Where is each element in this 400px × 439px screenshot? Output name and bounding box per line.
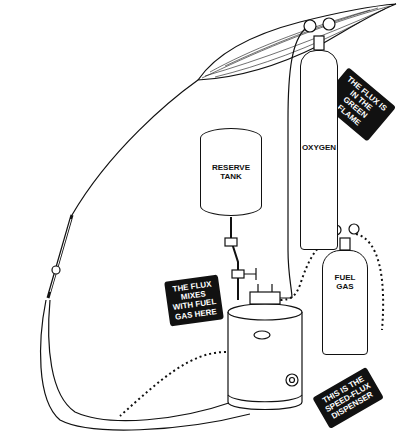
dispenser-lid bbox=[228, 304, 302, 320]
callout-text: THIS IS THE SPEED-FLUX DISPENSER bbox=[319, 373, 378, 423]
tank-label: RESERVE TANK bbox=[204, 163, 258, 181]
fuel-valve bbox=[340, 238, 350, 250]
torch-handle-edge bbox=[50, 219, 71, 292]
tank-label: OXYGEN bbox=[302, 143, 336, 152]
dispenser-badge bbox=[254, 331, 270, 339]
oxygen-valve bbox=[314, 36, 324, 50]
callout-tag: THE FLUX MIXES WITH FUEL GAS HERE bbox=[164, 274, 224, 326]
fuel-gauge bbox=[349, 224, 359, 234]
flame-hatch bbox=[202, 6, 390, 78]
reserve-pipe bbox=[231, 217, 238, 300]
torch-tube bbox=[72, 80, 198, 215]
dispenser-gauge bbox=[290, 378, 295, 383]
dispenser-body bbox=[228, 312, 302, 410]
valve bbox=[225, 238, 237, 246]
fuel-hose-beaded bbox=[120, 352, 226, 416]
oxygen-gauge bbox=[323, 18, 335, 30]
oxygen-cylinder: OXYGEN bbox=[300, 50, 338, 250]
callout-tag: THIS IS THE SPEED-FLUX DISPENSER bbox=[312, 367, 383, 429]
valve-handle bbox=[244, 268, 256, 280]
dispenser-fitting bbox=[250, 292, 280, 304]
callout-text: THE FLUX MIXES WITH FUEL GAS HERE bbox=[170, 279, 219, 322]
fuel-gas-cylinder: FUEL GAS bbox=[322, 250, 368, 355]
tank-label: FUEL GAS bbox=[326, 273, 364, 291]
valve bbox=[232, 270, 244, 278]
dispenser-gauge bbox=[286, 374, 298, 386]
torch-handle bbox=[48, 215, 72, 298]
torch-valve bbox=[52, 266, 60, 274]
reserve-tank: RESERVE TANK bbox=[200, 128, 262, 216]
dispenser-fitting bbox=[258, 284, 292, 298]
oxygen-gauge bbox=[304, 20, 316, 32]
dispenser-rim bbox=[228, 395, 302, 402]
